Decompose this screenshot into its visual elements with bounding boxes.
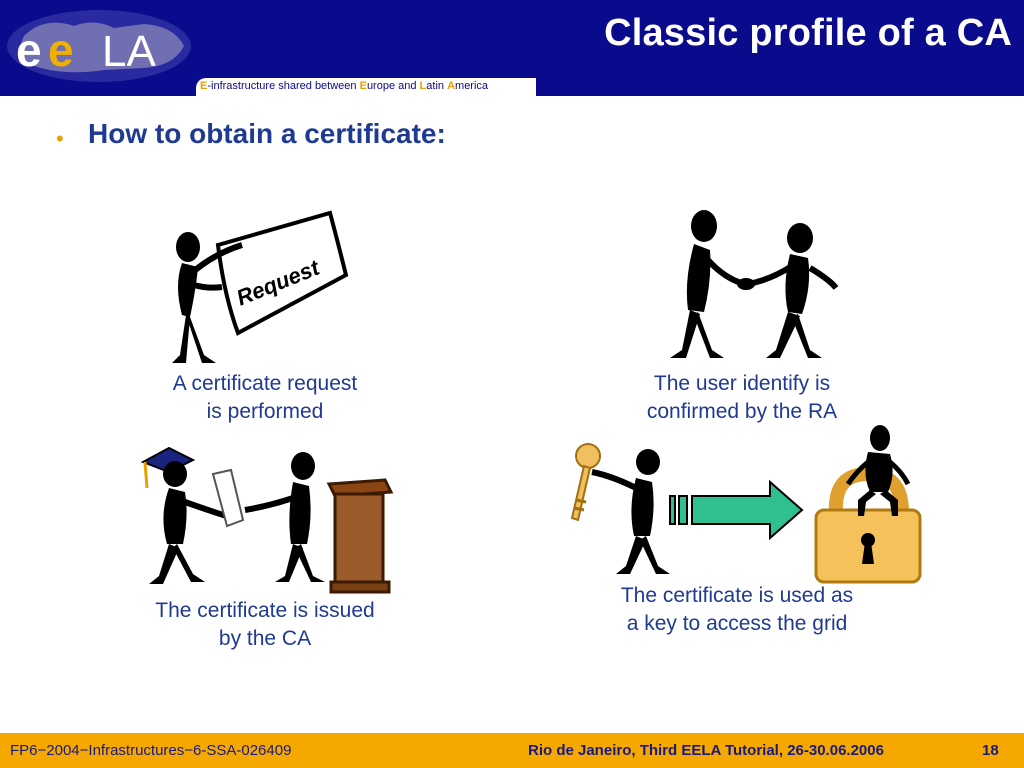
subtitle-part: A	[447, 80, 456, 92]
subtitle-part: L	[419, 80, 427, 92]
slide-title: Classic profile of a CA	[604, 12, 1012, 54]
footer-event: Rio de Janeiro, Third EELA Tutorial, 26-…	[528, 742, 884, 759]
bullet-marker: •	[56, 126, 64, 151]
footer-project-id: FP6−2004−Infrastructures−6-SSA-026409	[10, 742, 292, 759]
bullet-heading: How to obtain a certificate:	[88, 118, 446, 149]
footer-bar: FP6−2004−Infrastructures−6-SSA-026409 Ri…	[0, 733, 1024, 768]
key-icon	[570, 443, 601, 522]
caption-request: A certificate request is performed	[140, 370, 390, 426]
caption-line: The certificate is issued	[155, 599, 375, 622]
handshake-illustration	[670, 210, 839, 358]
caption-line: confirmed by the RA	[646, 400, 838, 423]
subtitle-part: E	[200, 80, 208, 92]
subtitle-part: atin	[426, 80, 448, 92]
logo-e1: e	[16, 24, 42, 76]
caption-line: a key to access the grid	[626, 612, 848, 635]
arrow-right-icon	[669, 479, 804, 541]
caption-line: is performed	[206, 400, 324, 423]
eela-logo: e e LA	[7, 10, 191, 82]
header-band: e e LA Classic profile of a CA	[0, 0, 1024, 96]
padlock-icon	[814, 466, 922, 584]
caption-issue: The certificate is issued by the CA	[122, 597, 408, 653]
caption-line: by the CA	[218, 627, 312, 650]
logo-la: LA	[102, 27, 156, 76]
caption-line: The user identify is	[653, 372, 831, 395]
key-access-illustration	[570, 425, 922, 584]
subtitle-part: -infrastructure shared between	[207, 80, 360, 92]
subtitle-part: urope and	[366, 80, 420, 92]
request-illustration: Request	[172, 210, 349, 363]
subtitle: E-infrastructure shared between Europe a…	[200, 80, 488, 92]
logo-e2: e	[48, 24, 74, 76]
subtitle-part: E	[359, 80, 367, 92]
issue-illustration	[140, 446, 394, 594]
caption-line: The certificate is used as	[620, 584, 854, 607]
subtitle-background	[196, 78, 536, 96]
caption-ra: The user identify is confirmed by the RA	[612, 370, 872, 426]
caption-line: A certificate request	[172, 372, 358, 395]
subtitle-part: merica	[455, 80, 489, 92]
caption-key: The certificate is used as a key to acce…	[582, 582, 892, 638]
page-number: 18	[982, 742, 999, 759]
